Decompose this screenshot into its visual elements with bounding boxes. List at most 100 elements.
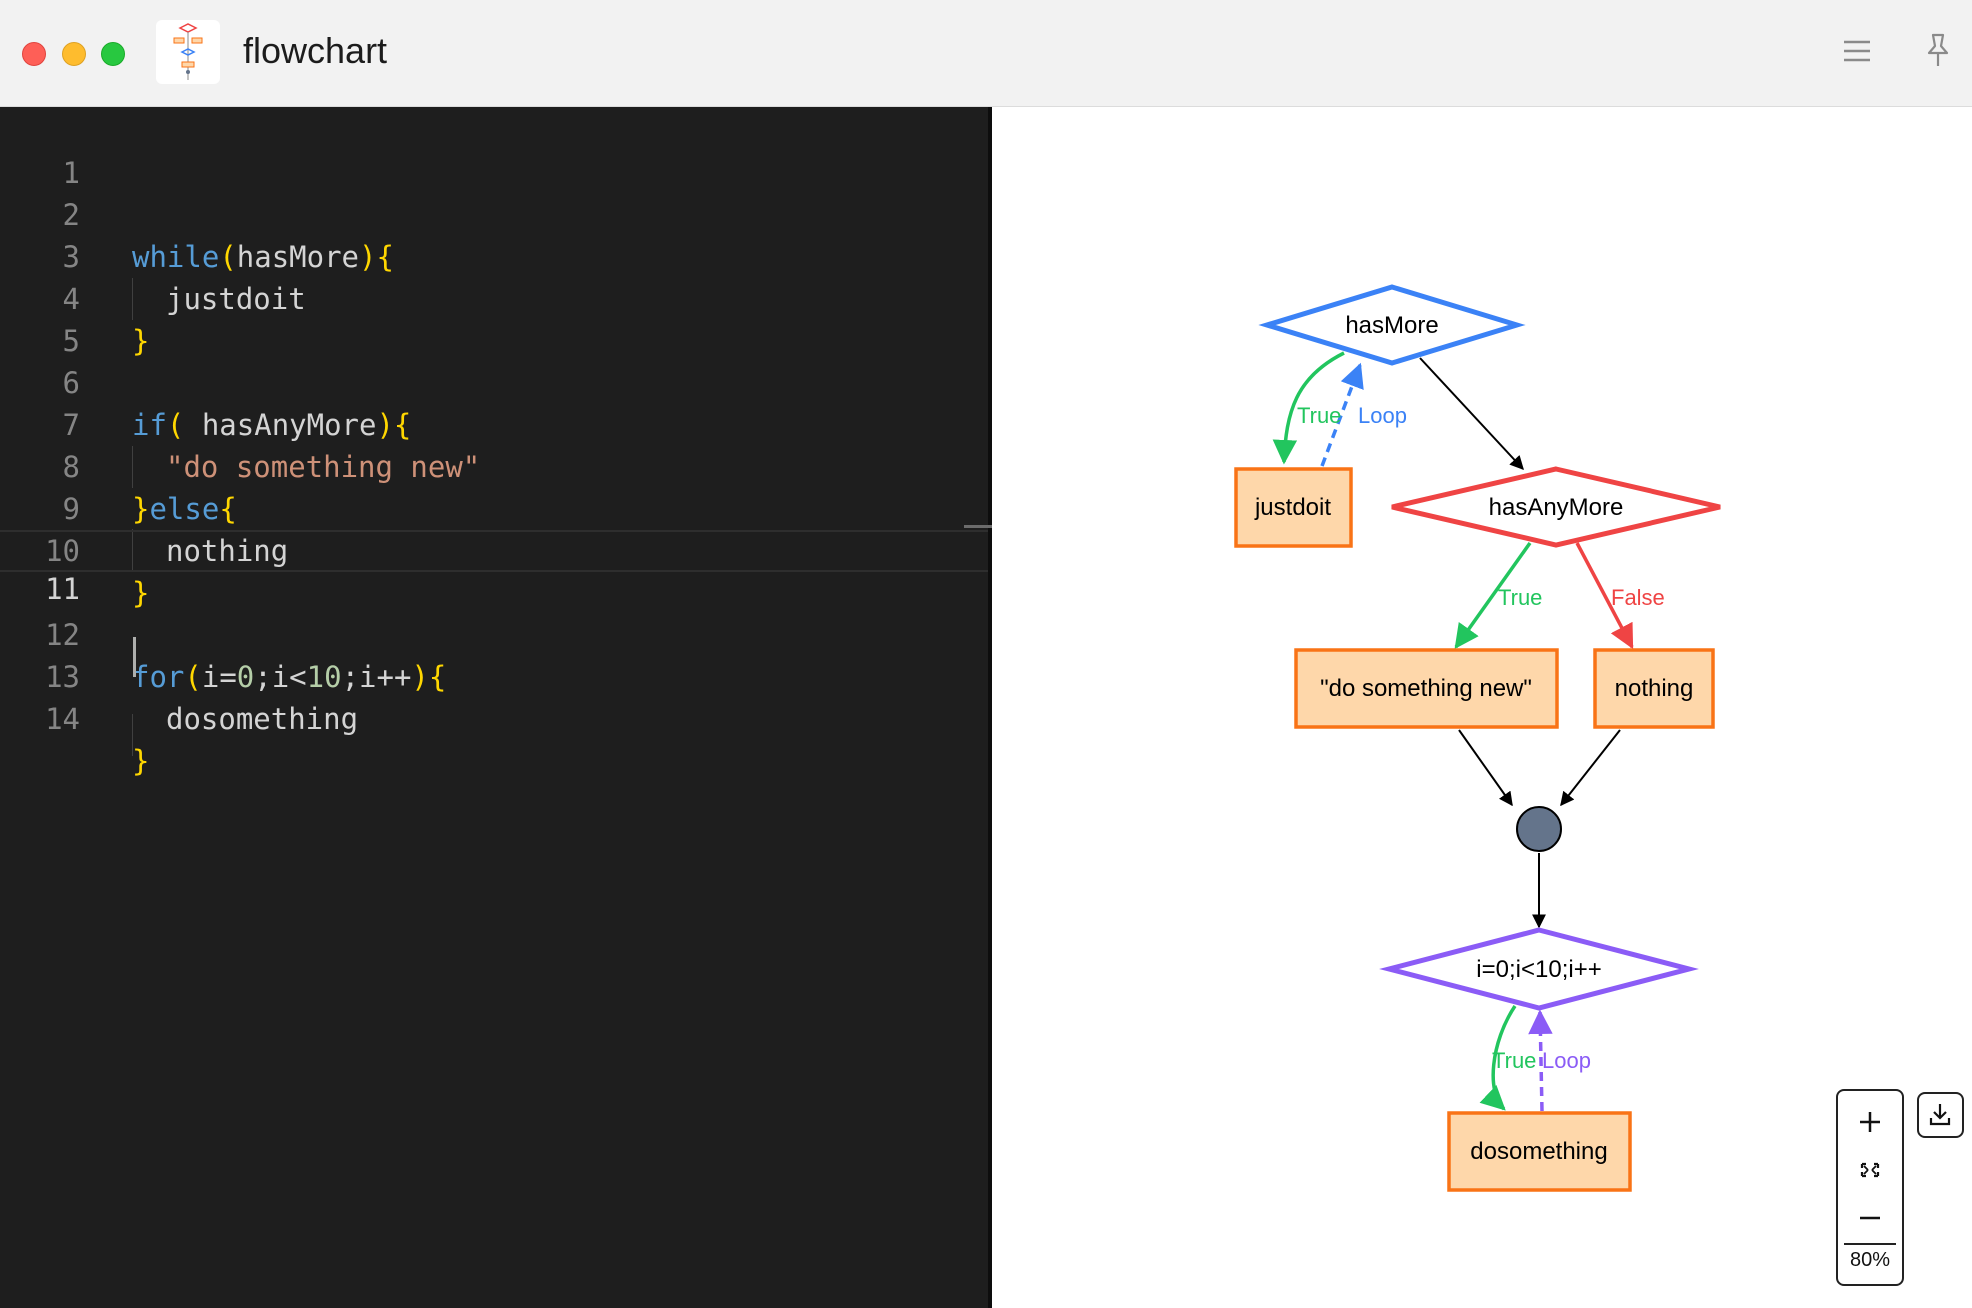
bracket-token: ( bbox=[219, 240, 237, 274]
keyword-token: for bbox=[132, 660, 185, 694]
code-line[interactable]: 8 }else{ bbox=[0, 404, 988, 526]
node-label: hasMore bbox=[1345, 312, 1438, 339]
code-line[interactable]: 4 } bbox=[0, 236, 988, 358]
fit-view-icon bbox=[1860, 1162, 1880, 1178]
edge-for-loop bbox=[1528, 1009, 1553, 1112]
edge-nothing-merge bbox=[1560, 729, 1621, 807]
bracket-token: } bbox=[132, 324, 150, 358]
code-text: }else{ bbox=[132, 488, 237, 530]
code-line[interactable]: 7 "do something new" bbox=[0, 362, 988, 484]
fit-view-button[interactable] bbox=[1838, 1147, 1902, 1193]
zoom-out-button[interactable] bbox=[1838, 1195, 1902, 1241]
keyword-token: if bbox=[132, 408, 167, 442]
close-button[interactable] bbox=[22, 42, 46, 66]
download-icon bbox=[1929, 1104, 1951, 1126]
menu-button[interactable] bbox=[1842, 38, 1872, 64]
code-line[interactable]: 13 dosomething bbox=[0, 614, 988, 736]
indent-guide bbox=[132, 278, 133, 320]
edge-to-hasanymore bbox=[1419, 357, 1524, 471]
edge-label-true: True bbox=[1498, 585, 1542, 610]
line-number: 11 bbox=[45, 572, 80, 606]
text-cursor bbox=[133, 637, 136, 677]
code-line[interactable]: 10 } bbox=[0, 488, 988, 610]
zoom-in-icon bbox=[1860, 1112, 1880, 1132]
code-line[interactable]: 3 justdoit bbox=[0, 194, 988, 316]
line-number: 7 bbox=[62, 408, 80, 442]
bracket-token: } bbox=[132, 576, 150, 610]
code-line[interactable]: 1 bbox=[0, 110, 988, 190]
node-label: hasAnyMore bbox=[1489, 494, 1624, 521]
bracket-token: ){ bbox=[359, 240, 394, 274]
code-line[interactable]: 6 if( hasAnyMore){ bbox=[0, 320, 988, 442]
edge-label-false: False bbox=[1611, 585, 1665, 610]
code-line[interactable]: 5 bbox=[0, 278, 988, 358]
code-line[interactable]: 2 while(hasMore){ bbox=[0, 152, 988, 274]
edge-while-loop bbox=[1320, 362, 1364, 467]
edge-label-true: True bbox=[1492, 1048, 1536, 1073]
node-do-something-new[interactable]: "do something new" bbox=[1294, 648, 1559, 729]
edge-label-loop: Loop bbox=[1542, 1048, 1591, 1073]
code-text: while(hasMore){ bbox=[132, 236, 394, 278]
node-hasanymore[interactable]: hasAnyMore bbox=[1391, 466, 1721, 548]
window-title: flowchart bbox=[243, 30, 388, 71]
bracket-token: ){ bbox=[376, 408, 412, 442]
line-number: 12 bbox=[45, 618, 80, 652]
code-text: for(i=0;i<10;i++){ bbox=[132, 656, 446, 698]
node-for-condition[interactable]: i=0;i<10;i++ bbox=[1379, 927, 1699, 1011]
node-dosomething[interactable]: dosomething bbox=[1447, 1111, 1632, 1192]
minimize-button[interactable] bbox=[62, 42, 86, 66]
line-number: 14 bbox=[45, 702, 80, 736]
bracket-token: ){ bbox=[411, 660, 447, 694]
zoom-out-icon bbox=[1860, 1216, 1880, 1220]
code-line[interactable]: 9 nothing bbox=[0, 446, 988, 568]
code-text: if( hasAnyMore){ bbox=[132, 404, 411, 446]
zoom-divider bbox=[1844, 1243, 1896, 1245]
zoom-in-button[interactable] bbox=[1838, 1099, 1902, 1145]
scrollbar-marker[interactable] bbox=[964, 525, 992, 528]
node-merge[interactable] bbox=[1516, 806, 1562, 852]
bracket-token: ( bbox=[166, 408, 185, 442]
code-text: nothing bbox=[166, 534, 289, 568]
line-number: 1 bbox=[62, 156, 80, 190]
edge-while-true bbox=[1272, 351, 1345, 465]
code-line-current[interactable]: 11 bbox=[0, 530, 988, 606]
node-label: "do something new" bbox=[1320, 675, 1532, 702]
code-line[interactable]: 12 for(i=0;i<10;i++){ bbox=[0, 572, 988, 694]
line-number: 6 bbox=[62, 366, 80, 400]
bracket-token: { bbox=[219, 492, 237, 526]
download-button[interactable] bbox=[1917, 1092, 1964, 1138]
node-hasmore[interactable]: hasMore bbox=[1258, 284, 1526, 366]
line-number: 10 bbox=[45, 534, 80, 568]
node-nothing[interactable]: nothing bbox=[1593, 648, 1715, 729]
bracket-token: } bbox=[132, 492, 150, 526]
edge-if-true bbox=[1454, 541, 1532, 649]
number-token: 0 bbox=[236, 660, 255, 694]
line-number: 5 bbox=[62, 324, 80, 358]
node-justdoit[interactable]: justdoit bbox=[1234, 467, 1353, 548]
edge-label-loop: Loop bbox=[1358, 403, 1407, 428]
code-text: justdoit bbox=[166, 282, 306, 316]
line-number: 13 bbox=[45, 660, 80, 694]
code-editor[interactable]: 1 2 while(hasMore){ 3 justdoit 4 } 5 6 i… bbox=[0, 107, 992, 1308]
zoom-level: 80% bbox=[1849, 1249, 1891, 1271]
line-number: 8 bbox=[62, 450, 80, 484]
code-token: ;i++ bbox=[341, 660, 412, 694]
pin-button[interactable] bbox=[1924, 32, 1952, 70]
flowchart-canvas[interactable]: True Loop True False True Loop hasMore j… bbox=[996, 107, 1972, 1308]
keyword-token: while bbox=[132, 240, 220, 274]
node-label: nothing bbox=[1615, 675, 1694, 702]
indent-guide bbox=[132, 446, 133, 488]
code-line[interactable]: 14 } bbox=[0, 656, 988, 778]
zoom-controls: 80% bbox=[1836, 1089, 1904, 1286]
edge-donew-merge bbox=[1458, 729, 1513, 807]
maximize-button[interactable] bbox=[101, 42, 125, 66]
node-label: dosomething bbox=[1470, 1138, 1607, 1165]
edge-for-true bbox=[1479, 1005, 1517, 1111]
line-number: 2 bbox=[62, 198, 80, 232]
line-number: 4 bbox=[62, 282, 80, 316]
flowchart-preview[interactable]: True Loop True False True Loop hasMore j… bbox=[996, 107, 1972, 1308]
menu-icon bbox=[1844, 40, 1870, 62]
identifier-token: hasAnyMore bbox=[184, 408, 377, 442]
indent-guide bbox=[132, 714, 133, 756]
keyword-token: else bbox=[149, 492, 220, 526]
